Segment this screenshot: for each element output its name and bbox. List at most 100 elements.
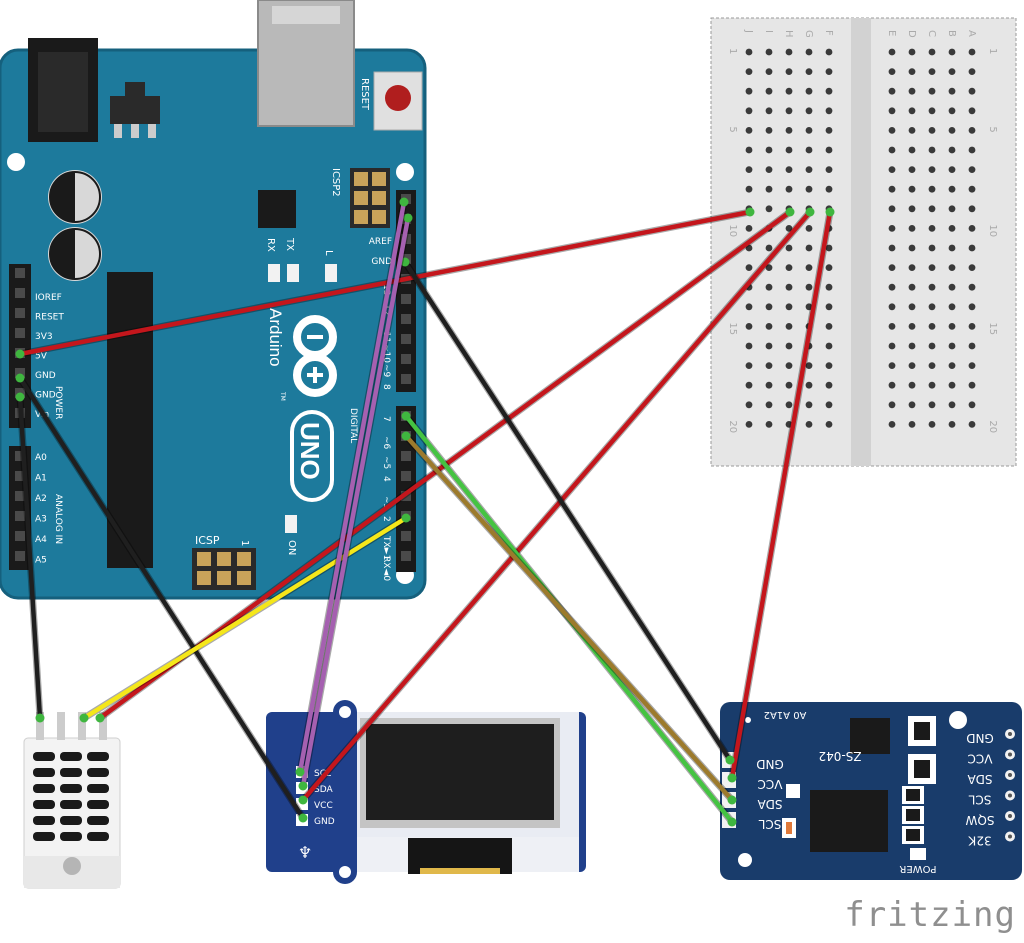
breadboard-hole [968, 362, 976, 369]
breadboard-column-label: C [926, 30, 937, 37]
breadboard-hole [948, 87, 956, 95]
breadboard-hole [765, 48, 773, 56]
breadboard-hole [888, 166, 896, 174]
arduino-uno-board: RESET ICSP2 TX RX L ON Arduino TM UNO [0, 0, 427, 600]
breadboard-hole [765, 185, 773, 193]
wire-sda-to-oled[interactable] [300, 215, 411, 789]
breadboard-hole [968, 342, 976, 350]
breadboard-hole [745, 244, 753, 252]
aref-label: AREF [369, 237, 392, 247]
grove-logo: ♆ [298, 843, 312, 862]
wire-gnd-to-dht[interactable] [17, 394, 43, 721]
breadboard-hole [825, 185, 833, 193]
wire-endpoint [295, 767, 305, 777]
breadboard-hole [888, 146, 896, 154]
breadboard-hole [948, 205, 956, 213]
breadboard-hole [805, 126, 813, 134]
breadboard-hole [968, 323, 976, 330]
wire-breadboard-to-oled[interactable] [300, 209, 813, 803]
dht-vent [60, 784, 82, 793]
fritzing-logo: fritzing [844, 895, 1016, 935]
breadboard-hole [928, 185, 936, 193]
wire-endpoint [725, 755, 735, 765]
breadboard-column-label: I [763, 30, 774, 33]
wire-pin2-to-dht[interactable] [81, 515, 409, 721]
breadboard-hole [785, 166, 793, 174]
breadboard-hole [745, 185, 753, 193]
breadboard-row-label: 5 [727, 126, 738, 132]
rtc-pin-hole [1008, 773, 1012, 777]
breadboard-hole [928, 107, 936, 115]
wire-gnd-to-rtc[interactable] [402, 259, 733, 763]
breadboard-hole [888, 126, 896, 134]
breadboard-hole [825, 126, 833, 134]
breadboard-hole [888, 48, 896, 56]
breadboard-hole [805, 146, 813, 154]
breadboard-hole [888, 87, 896, 95]
power-pin-label: GND [35, 391, 56, 401]
breadboard-hole [745, 323, 753, 330]
breadboard-hole [825, 381, 833, 389]
dht-vent [87, 816, 109, 825]
breadboard-hole [745, 146, 753, 154]
breadboard-column-label: G [803, 30, 814, 38]
digital-pin-label: TX►1 [381, 535, 391, 560]
breadboard-hole [888, 185, 896, 193]
breadboard-row-label: 20 [987, 420, 998, 433]
reset-button[interactable] [373, 71, 423, 131]
breadboard-hole [908, 283, 916, 291]
breadboard-hole [745, 264, 753, 271]
gnd-top-label: GND [371, 257, 392, 267]
header-pin [15, 471, 25, 481]
wire-pin6-to-rtc[interactable] [403, 433, 735, 803]
breadboard-hole [765, 401, 773, 409]
breadboard-hole [765, 264, 773, 271]
breadboard-hole [765, 244, 773, 252]
rtc-model-label: ZS-042 [818, 749, 861, 763]
wire-breadboard-to-rtc[interactable] [729, 209, 833, 781]
wire-gnd-to-oled[interactable] [17, 375, 306, 821]
breadboard-hole [825, 303, 833, 311]
rtc-pin-label: SCL [758, 817, 781, 831]
breadboard-hole [948, 68, 956, 75]
icsp-header [192, 548, 256, 590]
breadboard-hole [785, 225, 793, 232]
breadboard-hole [785, 303, 793, 311]
breadboard-hole [785, 146, 793, 154]
breadboard-hole [908, 87, 916, 95]
on-led [285, 515, 297, 533]
breadboard-hole [888, 303, 896, 311]
breadboard-hole [745, 107, 753, 115]
breadboard-hole [968, 283, 976, 291]
breadboard-hole [928, 205, 936, 213]
wire-5v-to-breadboard[interactable] [17, 209, 753, 357]
dht-vent [60, 832, 82, 841]
header-pin [15, 368, 25, 378]
breadboard-hole [805, 68, 813, 75]
rtc-pin-label: SQW [965, 813, 994, 827]
header-pin [401, 451, 411, 461]
breadboard-hole [745, 401, 753, 409]
breadboard-hole [968, 244, 976, 252]
breadboard-hole [888, 225, 896, 232]
breadboard-hole [765, 362, 773, 369]
wire-endpoint [745, 207, 755, 217]
wire-endpoint [401, 431, 411, 441]
breadboard-hole [745, 87, 753, 95]
wire-endpoint [825, 207, 835, 217]
breadboard-hole [745, 126, 753, 134]
wire-endpoint [298, 813, 308, 823]
breadboard-hole [908, 68, 916, 75]
breadboard-hole [908, 401, 916, 409]
digital-pin-label: ~3 [381, 496, 391, 509]
breadboard-hole [928, 362, 936, 369]
header-pin [15, 451, 25, 461]
wire-scl-to-oled[interactable] [297, 199, 407, 775]
breadboard-hole [785, 264, 793, 271]
wire-endpoint [298, 795, 308, 805]
wire-endpoint [400, 257, 410, 267]
dht-vent [33, 800, 55, 809]
icsp2-header [350, 168, 390, 228]
dht-vent [60, 768, 82, 777]
breadboard-hole [888, 362, 896, 369]
